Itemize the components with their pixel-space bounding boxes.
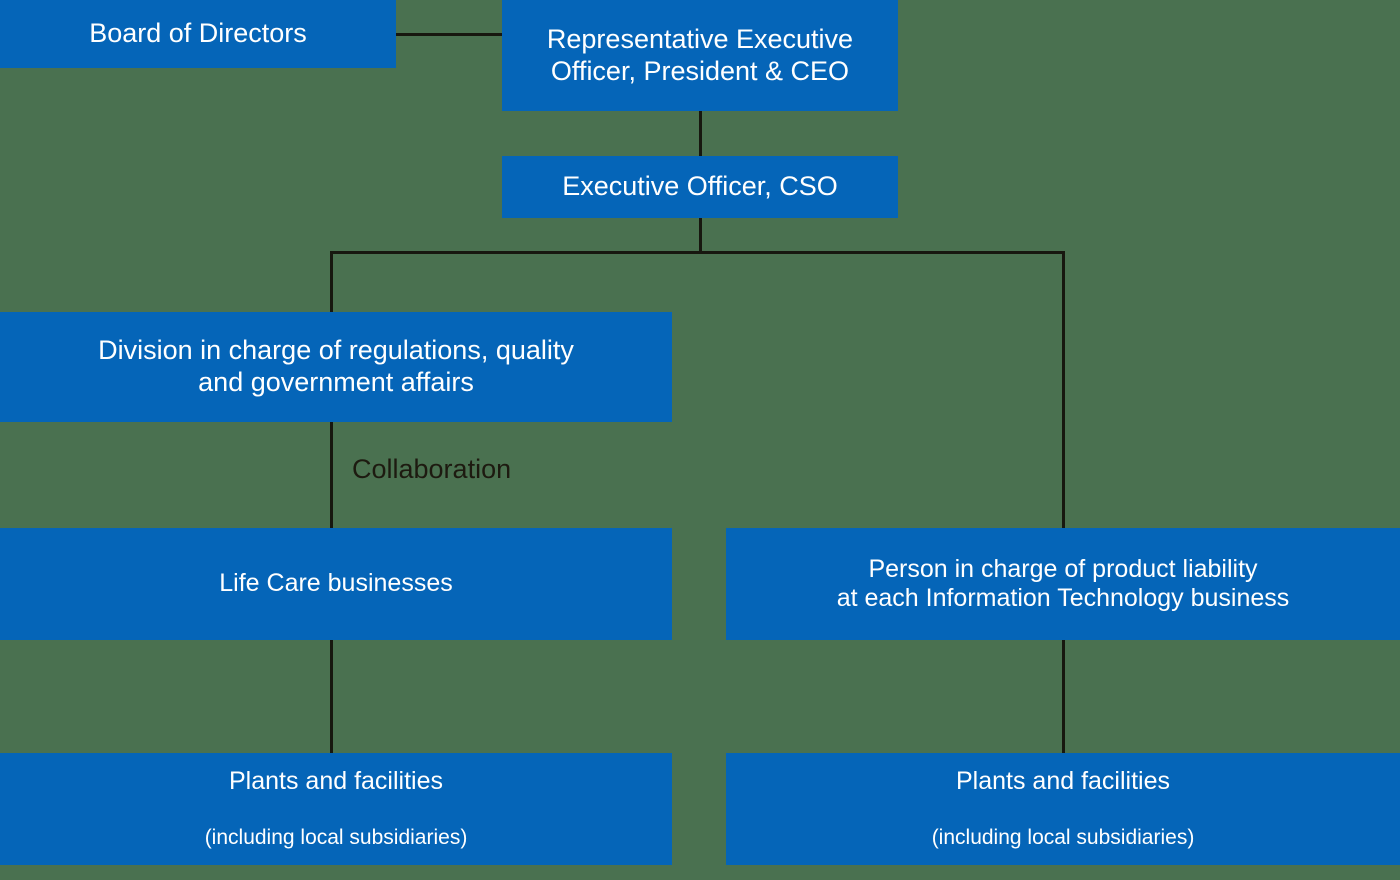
node-representative-executive-officer[interactable]: Representative Executive Officer, Presid… [502, 0, 898, 111]
connector-product-liability-to-plants-right [1062, 639, 1065, 756]
node-life-care-businesses[interactable]: Life Care businesses [0, 528, 672, 640]
node-life-care-businesses-label: Life Care businesses [219, 569, 453, 598]
connector-bus-to-product-liability [1062, 251, 1065, 531]
connector-board-to-ceo [396, 33, 504, 36]
connector-life-care-to-plants-left [330, 639, 333, 756]
connector-division-to-life-care [330, 421, 333, 531]
node-board-of-directors-label: Board of Directors [89, 18, 307, 49]
node-person-in-charge-product-liability-label: Person in charge of product liability at… [836, 554, 1290, 613]
node-plants-and-facilities-right-text: Plants and facilities (including local s… [932, 738, 1195, 880]
connector-horizontal-bus [330, 251, 1065, 254]
node-plants-and-facilities-left[interactable]: Plants and facilities (including local s… [0, 753, 672, 865]
connector-bus-to-division [330, 251, 333, 313]
node-plants-left-label-sub: (including local subsidiaries) [204, 826, 468, 850]
node-person-in-charge-product-liability[interactable]: Person in charge of product liability at… [726, 528, 1400, 640]
node-plants-left-label-main: Plants and facilities [228, 767, 443, 796]
node-executive-officer-cso-label: Executive Officer, CSO [562, 171, 838, 202]
collaboration-label: Collaboration [352, 454, 512, 484]
node-plants-right-label-sub: (including local subsidiaries) [931, 826, 1195, 850]
node-plants-right-label-main: Plants and facilities [955, 767, 1170, 796]
connector-ceo-to-cso [699, 111, 702, 157]
connector-cso-to-bus [699, 218, 702, 254]
node-executive-officer-cso[interactable]: Executive Officer, CSO [502, 156, 898, 218]
node-division-label: Division in charge of regulations, quali… [98, 335, 574, 397]
node-representative-executive-officer-label: Representative Executive Officer, Presid… [546, 23, 854, 86]
node-plants-and-facilities-left-text: Plants and facilities (including local s… [205, 738, 468, 880]
node-plants-and-facilities-right[interactable]: Plants and facilities (including local s… [726, 753, 1400, 865]
node-division-regulations-quality-government-affairs[interactable]: Division in charge of regulations, quali… [0, 312, 672, 422]
node-board-of-directors[interactable]: Board of Directors [0, 0, 396, 68]
